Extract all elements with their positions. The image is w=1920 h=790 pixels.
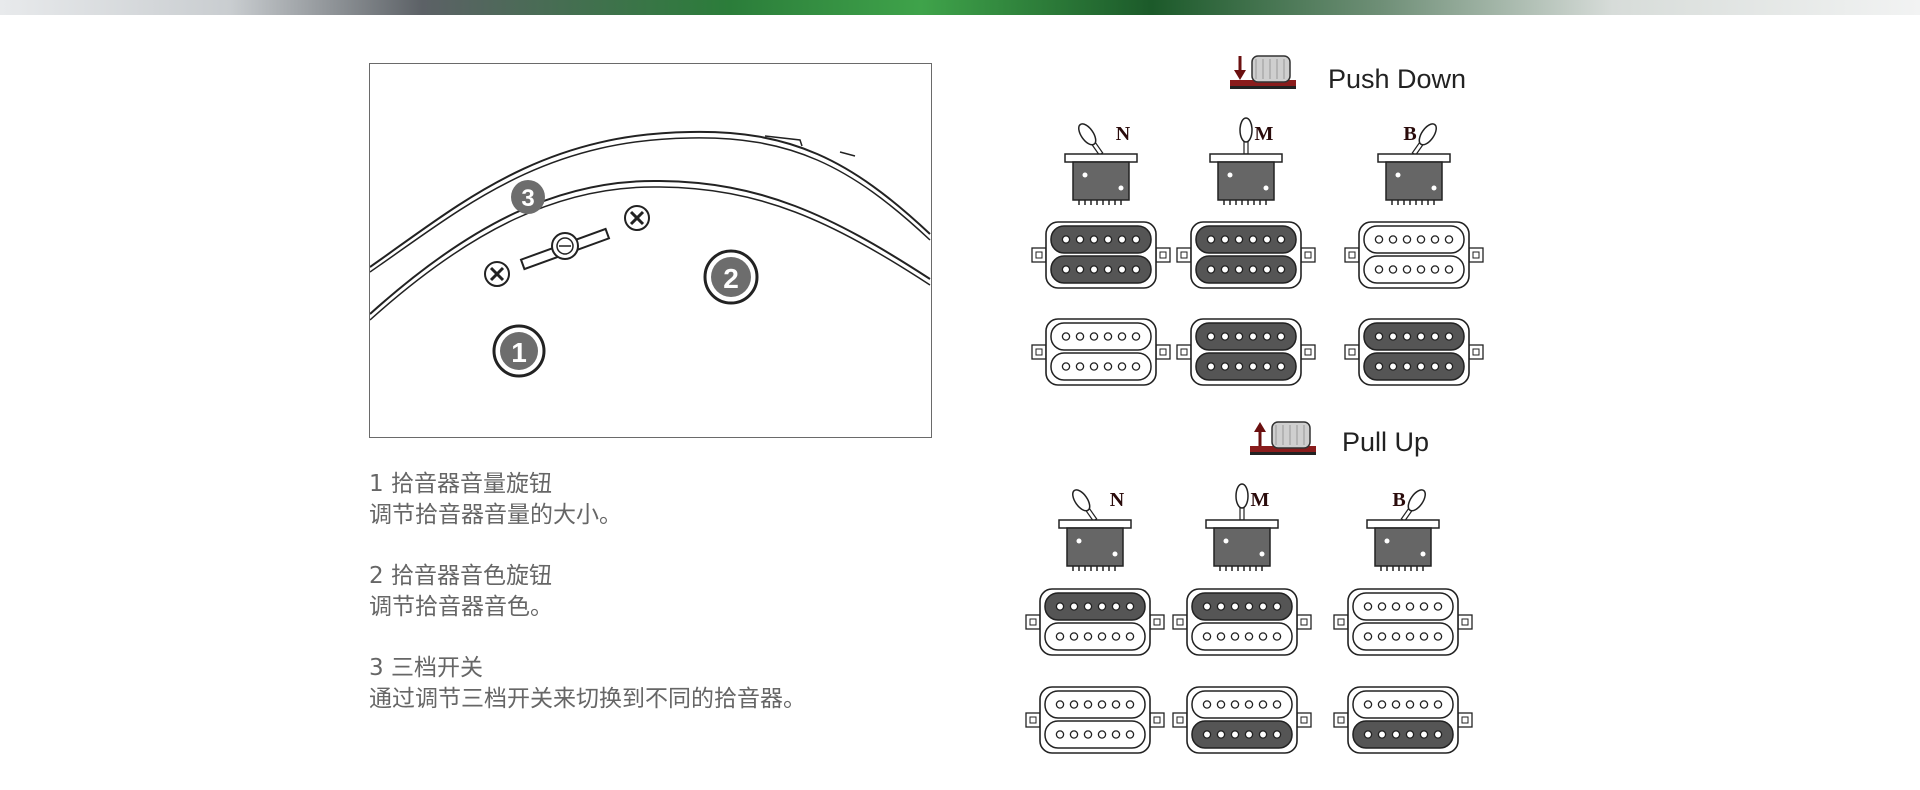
description-text: 调节拾音器音量的大小。 xyxy=(369,500,622,531)
switch-position-label: B xyxy=(1403,123,1416,145)
switch-state-1: Pull Up N M B xyxy=(1026,422,1472,753)
switch-position-label: B xyxy=(1392,489,1405,511)
description-title: 1 拾音器音量旋钮 xyxy=(369,469,622,500)
pull-up-icon xyxy=(1250,422,1316,455)
callout-2: 2 xyxy=(705,251,757,303)
switch-position-M: M xyxy=(1173,484,1311,753)
top-banner-strip xyxy=(0,0,1920,15)
switch-position-label: M xyxy=(1255,123,1274,145)
description-item-2: 2 拾音器音色旋钮 调节拾音器音色。 xyxy=(369,561,553,623)
guitar-controls-diagram: 1 2 3 xyxy=(369,63,932,438)
switch-position-N: N xyxy=(1026,487,1164,753)
switch-lever-icon xyxy=(1240,118,1252,154)
switch-position-B: B xyxy=(1334,487,1472,753)
switch-position-label: M xyxy=(1251,489,1270,511)
description-title: 3 三档开关 xyxy=(369,653,806,684)
screw-icon xyxy=(625,206,649,230)
switch-lever-icon xyxy=(1236,484,1248,520)
callout-number: 1 xyxy=(511,337,527,368)
switch-position-label: N xyxy=(1116,123,1131,145)
push-down-icon xyxy=(1230,56,1296,89)
switch-position-B: B xyxy=(1345,121,1483,385)
switch-lever-icon xyxy=(1075,121,1105,157)
state-title: Pull Up xyxy=(1342,427,1429,457)
guitar-pickguard-edge xyxy=(370,181,930,314)
description-item-3: 3 三档开关 通过调节三档开关来切换到不同的拾音器。 xyxy=(369,653,806,715)
callout-1: 1 xyxy=(494,326,544,376)
guitar-pickguard-edge-inner xyxy=(370,187,930,320)
callout-number: 2 xyxy=(723,263,739,294)
switch-position-M: M xyxy=(1177,118,1315,385)
description-title: 2 拾音器音色旋钮 xyxy=(369,561,553,592)
switch-position-N: N xyxy=(1032,121,1170,385)
switch-position-label: N xyxy=(1110,489,1125,511)
switch-lever-icon xyxy=(1069,487,1099,523)
guitar-body-outline-inner xyxy=(370,138,930,272)
description-text: 调节拾音器音色。 xyxy=(369,592,553,623)
screw-icon xyxy=(485,262,509,286)
callout-number: 3 xyxy=(521,185,534,212)
callout-3: 3 xyxy=(511,180,545,214)
state-title: Push Down xyxy=(1328,64,1466,94)
description-item-1: 1 拾音器音量旋钮 调节拾音器音量的大小。 xyxy=(369,469,622,531)
description-text: 通过调节三档开关来切换到不同的拾音器。 xyxy=(369,684,806,715)
